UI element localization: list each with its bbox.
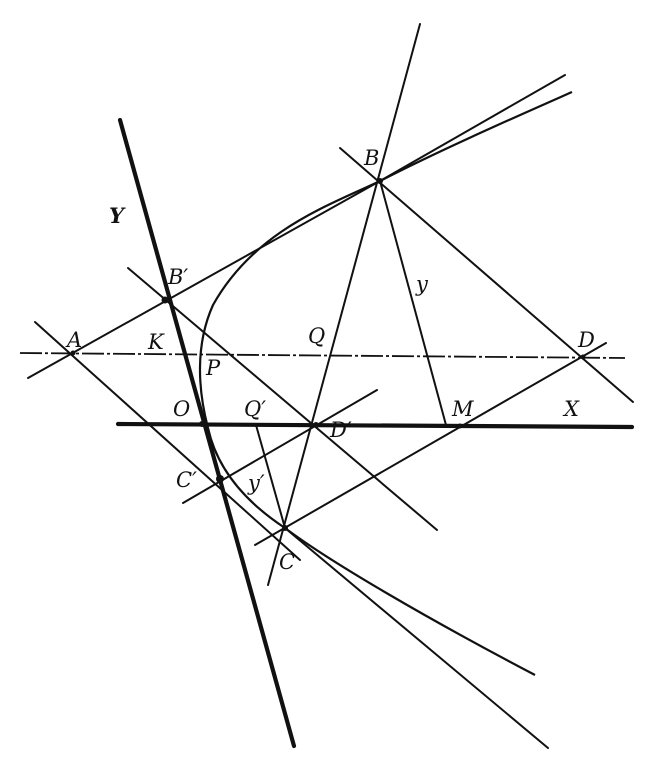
label-Q: Q xyxy=(308,324,325,348)
label-D: D xyxy=(577,328,595,352)
line-C-prime-D-prime xyxy=(182,389,378,504)
line-A-C xyxy=(34,321,301,561)
tangent-at-C-lower xyxy=(284,527,549,749)
label-X: X xyxy=(562,397,580,421)
point-D xyxy=(580,354,586,360)
label-Y: Y xyxy=(109,203,126,228)
label-C: C xyxy=(279,550,295,574)
point-B-prime xyxy=(161,296,169,304)
ordinate-y xyxy=(379,180,447,426)
label-B: B xyxy=(363,146,379,170)
label-y: y xyxy=(415,272,429,296)
line-AD xyxy=(19,352,626,359)
x-axis xyxy=(115,421,635,430)
label-M: M xyxy=(451,397,474,421)
line-C-D xyxy=(254,342,607,546)
point-M xyxy=(457,423,463,429)
line-BD xyxy=(339,147,634,403)
label-C-prime: C′ xyxy=(176,468,197,492)
label-y-prime: y′ xyxy=(247,471,265,495)
ordinate-y-prime xyxy=(255,424,286,529)
line-through-B-C xyxy=(267,23,421,586)
y-axis xyxy=(117,117,297,749)
label-Q-prime: Q′ xyxy=(244,397,266,421)
point-D-prime xyxy=(313,422,319,428)
label-P: P xyxy=(205,356,221,380)
label-K: K xyxy=(147,330,165,354)
tangent-AB xyxy=(27,180,381,379)
tangent-at-B-upper xyxy=(379,74,566,182)
point-O xyxy=(199,421,205,427)
point-C-prime xyxy=(216,475,224,483)
label-O: O xyxy=(173,397,190,421)
point-B xyxy=(377,178,383,184)
line-B-prime-D-prime xyxy=(127,267,438,531)
point-C xyxy=(282,525,288,531)
label-A: A xyxy=(65,328,82,352)
parabola-curve xyxy=(198,90,573,676)
label-D-prime: D′ xyxy=(329,418,352,442)
label-B-prime: B′ xyxy=(167,265,188,289)
point-A xyxy=(70,350,76,356)
